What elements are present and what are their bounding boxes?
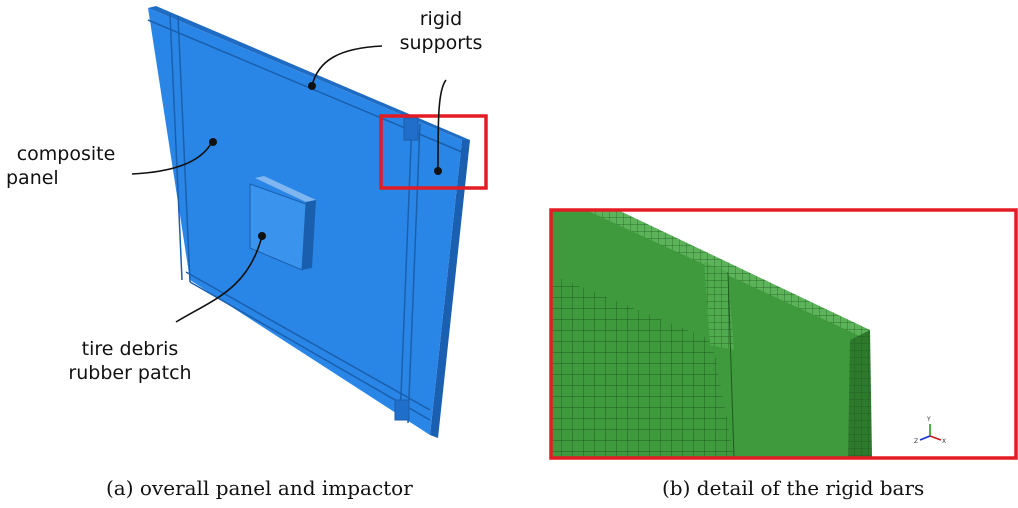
rubber-patch-face [249,183,307,271]
triad-z-label: Z [914,438,918,445]
panel-top-strip-mesh [588,211,870,336]
leader-dot-composite [209,138,217,146]
leader-dot-rubber [258,232,266,240]
leader-line-supports-top [311,45,383,87]
label-rigid-line1: rigid [419,8,463,30]
label-tire-debris: tire debris rubber patch [40,338,220,386]
leader-line-rubber [175,235,263,323]
label-composite-panel: composite panel [4,143,128,191]
detail-highlight-box [379,114,488,190]
caption-b: (b) detail of the rigid bars [662,476,925,500]
label-composite-line2: panel [6,166,59,189]
support-block-bottom [394,399,410,421]
meshed-region-left [552,275,734,457]
leader-line-supports-right [437,79,447,171]
triad-y-label: Y [926,416,931,423]
label-rigid-line2: supports [399,31,483,54]
rubber-patch-side [255,176,316,202]
triad-x-label: X [942,438,946,445]
detail-frame [549,208,1018,460]
panel-top-face [148,6,470,140]
leader-line-composite [131,141,213,175]
support-block-top [403,117,419,141]
rigid-bar-vertical-mesh [704,262,734,350]
axis-triad: Y X Z [914,416,946,445]
caption-a: (a) overall panel and impactor [106,476,413,500]
label-rigid-supports: rigid supports [386,8,496,56]
label-tire-line1: tire debris [81,338,179,360]
label-composite-line1: composite [16,143,116,165]
panel-side-face [430,140,470,438]
leader-dot-supports-top [308,82,316,90]
label-tire-line2: rubber patch [68,361,192,384]
leader-dot-supports-right [434,167,442,175]
panel-right-side-mesh [848,330,872,457]
